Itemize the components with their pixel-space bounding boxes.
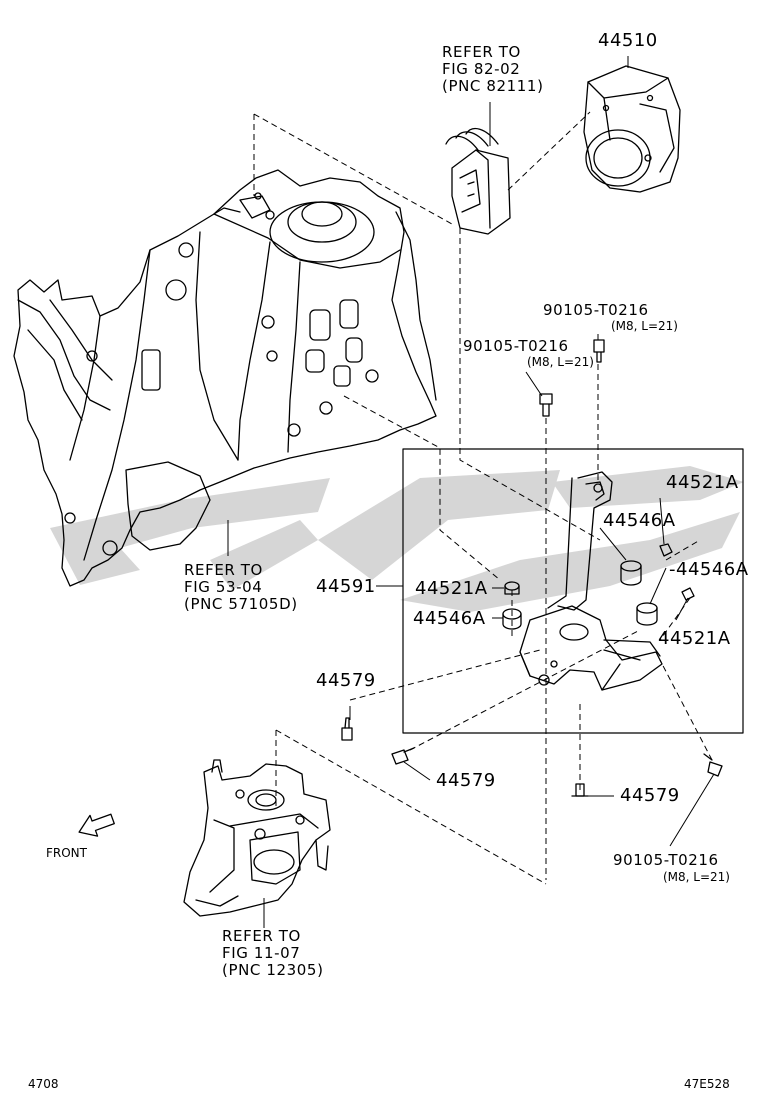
label-44510: 44510 xyxy=(598,30,658,51)
front-arrow-icon xyxy=(78,813,115,837)
label-44521a-lower-right: 44521A xyxy=(658,628,731,649)
bolt-parts xyxy=(341,339,723,797)
label-44579-mid: 44579 xyxy=(436,770,496,791)
harness-connector-part xyxy=(445,127,511,235)
label-44546a-left: 44546A xyxy=(413,608,486,629)
label-bolt-top-right: 90105-T0216 xyxy=(543,301,649,319)
label-44579-center: 44579 xyxy=(620,785,680,806)
label-bolt-bottom-right-spec: (M8, L=21) xyxy=(663,870,730,884)
cushion-parts xyxy=(502,543,695,630)
abs-actuator-part xyxy=(583,65,681,193)
label-44546a-right: -44546A xyxy=(669,559,749,580)
watermark-logo xyxy=(50,466,744,612)
label-refer-fig-82-02: REFER TO FIG 82-02 (PNC 82111) xyxy=(442,43,544,95)
label-refer-fig-11-07: REFER TO FIG 11-07 (PNC 12305) xyxy=(222,927,324,979)
label-44591: 44591 xyxy=(316,576,376,597)
actuator-bracket-part xyxy=(519,471,663,691)
figure-code: 47E528 xyxy=(684,1077,730,1091)
label-44521a-upper-right: 44521A xyxy=(666,472,739,493)
bracket-detail-frame xyxy=(402,448,744,734)
label-44546a-upper: 44546A xyxy=(603,510,676,531)
label-44579-left: 44579 xyxy=(316,670,376,691)
label-bolt-top-left: 90105-T0216 xyxy=(463,337,569,355)
label-bolt-top-left-spec: (M8, L=21) xyxy=(527,355,594,369)
label-front: FRONT xyxy=(46,846,87,860)
engine-mount-part xyxy=(183,759,331,917)
label-refer-fig-53-04: REFER TO FIG 53-04 (PNC 57105D) xyxy=(184,561,298,613)
dashed-guide-lines xyxy=(253,111,713,885)
leader-lines xyxy=(227,56,715,928)
front-apron-panel xyxy=(13,169,437,587)
label-bolt-bottom-right: 90105-T0216 xyxy=(613,851,719,869)
label-44521a-left: 44521A xyxy=(415,578,488,599)
label-bolt-top-right-spec: (M8, L=21) xyxy=(611,319,678,333)
page-number: 4708 xyxy=(28,1077,59,1091)
